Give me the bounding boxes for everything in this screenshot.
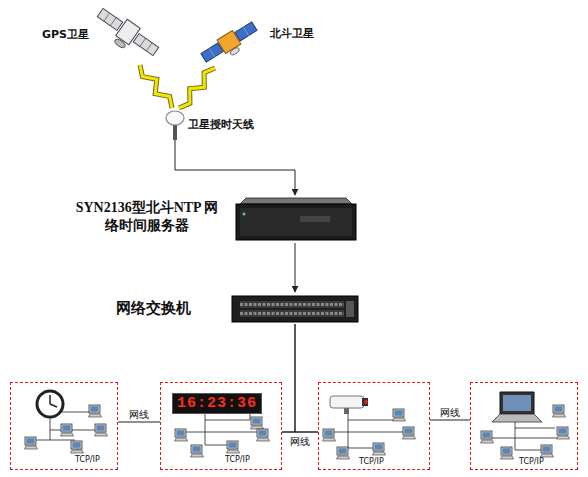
switch-label: 网络交换机 <box>116 300 191 317</box>
cable-label: 网线 <box>129 408 149 422</box>
client-group-box: 16:23:36TCP/IP <box>160 382 282 470</box>
connector-line <box>175 140 295 195</box>
satellite-label: 北斗卫星 <box>270 28 314 41</box>
connector-line <box>282 432 318 433</box>
protocol-label: TCP/IP <box>359 457 384 466</box>
gps-satellite <box>90 4 161 65</box>
satellite-label: GPS卫星 <box>42 29 89 42</box>
signal-bolt <box>179 68 215 108</box>
laptop-group <box>481 392 570 459</box>
cable-label: 网线 <box>290 435 310 449</box>
bolt-fill <box>179 68 215 108</box>
timing-antenna <box>166 111 184 140</box>
network-cable <box>282 324 295 432</box>
protocol-label: TCP/IP <box>75 455 100 464</box>
network-cable <box>295 243 296 292</box>
camera-group <box>323 396 416 459</box>
beidou-satellite-node: 北斗卫星 <box>200 8 325 68</box>
network-cable <box>118 422 160 423</box>
bolt-outline <box>140 65 172 108</box>
connector-line <box>282 324 295 432</box>
antenna-node: 卫星授时天线 <box>163 108 263 140</box>
server-node: SYN2136型北斗NTP 网络时间服务器 <box>70 195 360 243</box>
cable-label: 网线 <box>440 406 460 420</box>
client-group-box: TCP/IP <box>10 382 118 470</box>
antenna-label: 卫星授时天线 <box>188 119 254 132</box>
server-label: SYN2136型北斗NTP 网络时间服务器 <box>72 199 222 235</box>
network-cable <box>175 140 295 195</box>
client-group-box: TCP/IP <box>318 382 430 470</box>
beidou-satellite <box>199 19 261 69</box>
signal-bolt <box>140 65 172 108</box>
network-cable <box>282 432 318 433</box>
protocol-label: TCP/IP <box>519 457 544 466</box>
switch-node: 网络交换机 <box>110 292 360 324</box>
bolt-fill <box>140 65 172 108</box>
protocol-label: TCP/IP <box>225 455 250 464</box>
led-display: 16:23:36 <box>172 393 262 414</box>
connector-line <box>295 324 318 432</box>
ntp-server <box>236 198 356 240</box>
connector-line <box>118 422 160 423</box>
gps-satellite-node: GPS卫星 <box>40 5 155 65</box>
connector-line <box>430 420 470 421</box>
client-group-box: TCP/IP <box>470 382 578 470</box>
network-cable <box>430 420 470 421</box>
bolt-outline <box>179 68 215 108</box>
network-cable <box>295 324 318 432</box>
clock-group <box>25 391 108 453</box>
network-switch <box>232 296 358 322</box>
connector-line <box>295 243 296 292</box>
